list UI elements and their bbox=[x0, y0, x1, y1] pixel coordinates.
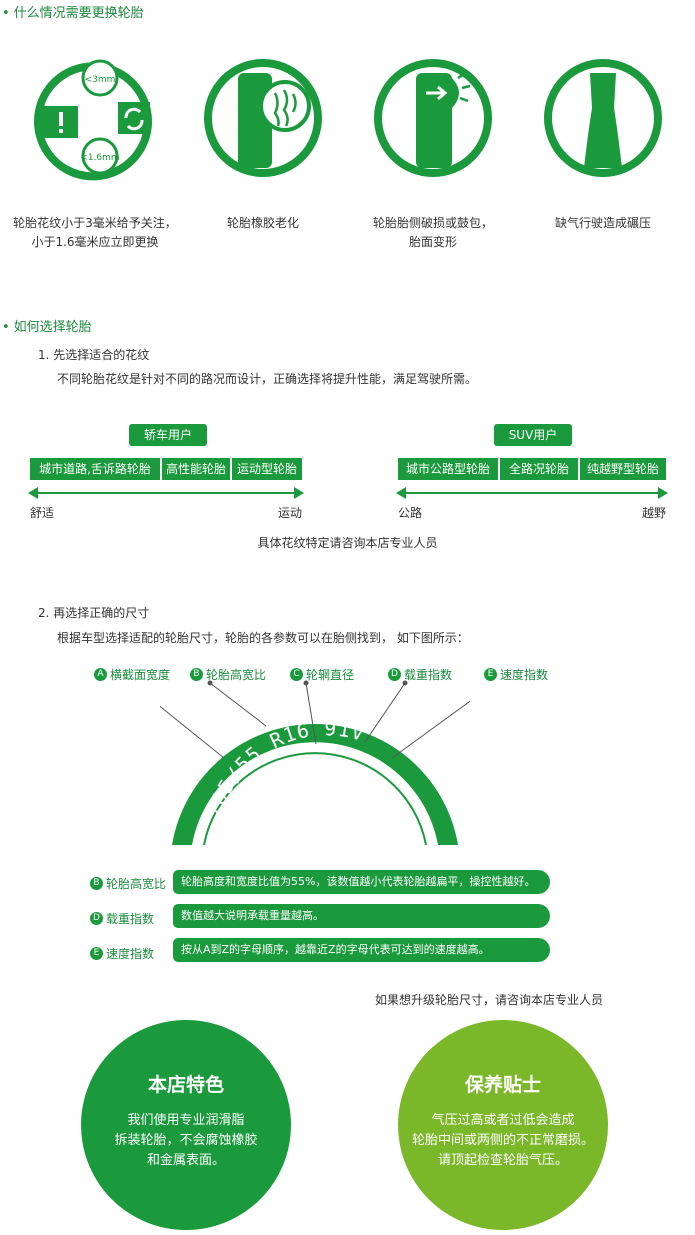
badge-c: C bbox=[290, 668, 303, 681]
step1-title: 1. 先选择适合的花纹 bbox=[38, 348, 150, 362]
car-users-label: 轿车用户 bbox=[129, 424, 207, 446]
explain-e-text: 按从A到Z的字母顺序，越靠近Z的字母代表可达到的速度越高。 bbox=[173, 938, 550, 962]
rubber-aging-icon bbox=[204, 59, 322, 177]
suv-cat-offroad: 纯越野型轮胎 bbox=[580, 458, 666, 480]
svg-text:205/55 R16 91V: 205/55 R16 91V bbox=[202, 716, 368, 821]
caption-underinflation: 缺气行驶造成碾压 bbox=[554, 216, 651, 230]
badge-b: B bbox=[190, 668, 203, 681]
sidewall-damage-icon bbox=[374, 59, 492, 177]
suv-scale-right: 越野 bbox=[642, 506, 667, 520]
car-cat-city: 城市道路,舌诉路轮胎 bbox=[30, 458, 160, 480]
car-scale-left: 舒适 bbox=[30, 506, 55, 520]
badge-d: D bbox=[388, 668, 401, 681]
car-cat-performance: 高性能轮胎 bbox=[162, 458, 230, 480]
underinflation-icon bbox=[544, 59, 662, 177]
caption-tread: 轮胎花纹小于3毫米给予关注，小于1.6毫米应立即更换 bbox=[13, 216, 177, 249]
suv-users-label: SUV用户 bbox=[494, 424, 572, 446]
badge-e: E bbox=[484, 668, 497, 681]
caption-aging: 轮胎橡胶老化 bbox=[226, 216, 299, 230]
section-title-replace: •什么情况需要更换轮胎 bbox=[2, 6, 144, 21]
car-scale-arrow bbox=[28, 487, 304, 499]
feature-title: 本店特色 bbox=[147, 1074, 224, 1096]
suv-cat-road: 城市公路型轮胎 bbox=[398, 458, 498, 480]
feature-text: 我们使用专业润滑脂拆装轮胎，不会腐蚀橡胶和金属表面。 bbox=[114, 1113, 258, 1168]
step2-desc: 根据车型选择适配的轮胎尺寸，轮胎的各参数可以在胎侧找到， 如下图所示： bbox=[57, 631, 469, 645]
caption-sidewall: 轮胎胎侧破损或鼓包，胎面变形 bbox=[372, 216, 493, 249]
badge-a: A bbox=[94, 668, 107, 681]
tire-size-diagram: 205/55 R16 91V bbox=[160, 680, 470, 846]
tread-mark-bottom: <1.6mm bbox=[80, 153, 119, 163]
tread-mark-top: <3mm bbox=[85, 75, 116, 85]
tips-circle: 保养贴士 气压过高或者过低会造成轮胎中间或两侧的不正常磨损。请顶起检查轮胎气压。 bbox=[398, 1020, 608, 1230]
tips-text: 气压过高或者过低会造成轮胎中间或两侧的不正常磨损。请顶起检查轮胎气压。 bbox=[411, 1113, 594, 1168]
tips-title: 保养贴士 bbox=[464, 1074, 541, 1096]
upgrade-note: 如果想升级轮胎尺寸，请咨询本店专业人员 bbox=[375, 993, 604, 1007]
explain-d-text: 数值越大说明承载重量越高。 bbox=[173, 904, 550, 928]
tire-size-code: 205/55 R16 91V bbox=[202, 716, 367, 821]
car-categories: 城市道路,舌诉路轮胎 高性能轮胎 运动型轮胎 bbox=[30, 458, 302, 480]
suv-scale-left: 公路 bbox=[398, 506, 423, 520]
explain-b-text: 轮胎高度和宽度比值为55%，该数值越小代表轮胎越扁平，操控性越好。 bbox=[173, 870, 550, 894]
pattern-note: 具体花纹特定请咨询本店专业人员 bbox=[257, 536, 438, 550]
section-title-choose: •如何选择轮胎 bbox=[2, 320, 92, 335]
step2-title: 2. 再选择正确的尺寸 bbox=[38, 606, 150, 620]
suv-categories: 城市公路型轮胎 全路况轮胎 纯越野型轮胎 bbox=[398, 458, 666, 480]
suv-scale-arrow bbox=[396, 487, 668, 499]
step1-desc: 不同轮胎花纹是针对不同的路况而设计，正确选择将提升性能，满足驾驶所需。 bbox=[57, 372, 478, 386]
suv-cat-allterrain: 全路况轮胎 bbox=[500, 458, 578, 480]
feature-circle: 本店特色 我们使用专业润滑脂拆装轮胎，不会腐蚀橡胶和金属表面。 bbox=[81, 1020, 291, 1230]
tread-depth-icon: <3mm <1.6mm bbox=[34, 59, 152, 181]
car-scale-right: 运动 bbox=[278, 506, 303, 520]
car-cat-sport: 运动型轮胎 bbox=[232, 458, 302, 480]
